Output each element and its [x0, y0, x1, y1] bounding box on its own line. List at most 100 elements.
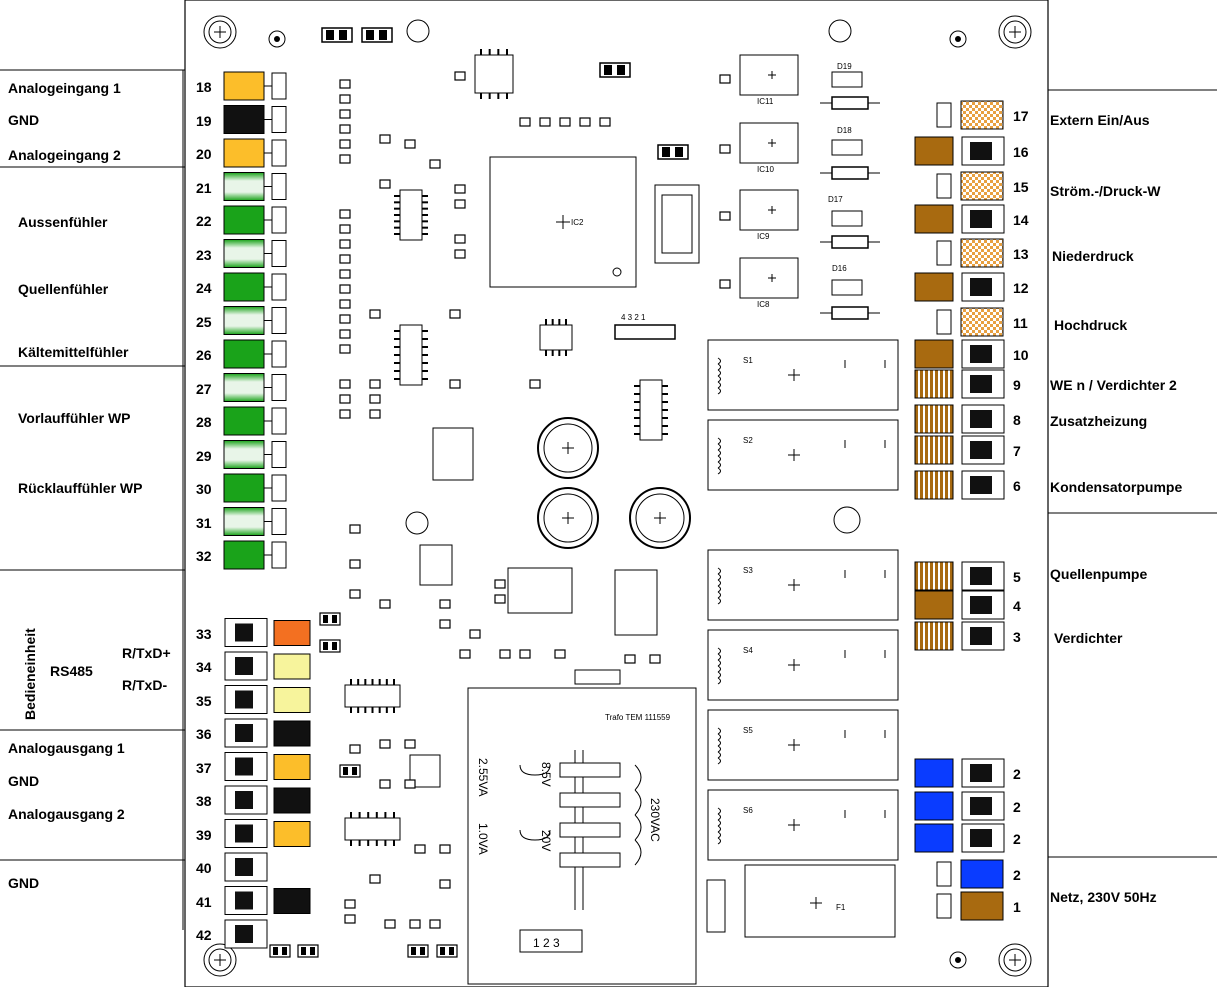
pin-number-34: 34: [196, 659, 212, 675]
relay-coil-5-0: [717, 807, 721, 815]
terminal-right-8: [914, 369, 954, 399]
trafo-resistor-1: [559, 792, 621, 808]
smd-72: [499, 649, 511, 659]
pin-number-18: 18: [196, 79, 212, 95]
terminal-right-6: [960, 307, 1004, 337]
terminal-left-27: [223, 373, 265, 402]
smd-37: [454, 71, 466, 81]
terminal-right-10: [914, 435, 954, 465]
smd-5: [339, 154, 351, 164]
terminal-right-screw-10: [970, 441, 992, 459]
terminal-screw-36: [235, 724, 253, 742]
va-label-2: 1.0VA: [476, 823, 490, 855]
terminal-left-24: [223, 272, 265, 302]
relay-5: [707, 789, 899, 861]
pin-number-40: 40: [196, 860, 212, 876]
fid-dot-2: [955, 957, 961, 963]
jumper-a-3: [662, 147, 670, 157]
pin-number-21: 21: [196, 179, 212, 196]
relay-coil-0-1: [717, 363, 721, 371]
pin-number-right-19: 1: [1013, 899, 1021, 915]
bjumper-b-4: [332, 615, 337, 623]
board-outline: [184, 0, 1049, 987]
relay-4: [707, 709, 899, 781]
bjumper-b-3: [449, 947, 454, 955]
ic-main-dot: [612, 267, 622, 277]
label-niederdruck: Niederdruck: [1052, 248, 1134, 264]
relay-0: [707, 339, 899, 411]
bjumper-b-5: [332, 642, 337, 650]
label-we-verdichter2: WE n / Verdichter 2: [1050, 377, 1177, 393]
relay-coil-0-4: [717, 381, 721, 389]
smd-18: [339, 409, 351, 419]
pin-number-36: 36: [196, 726, 212, 742]
terminal-left-22: [223, 205, 265, 235]
mount-hole-2: [998, 15, 1032, 49]
pin-number-right-4: 13: [1013, 246, 1029, 262]
signal-cap-34: [273, 653, 311, 680]
terminal-right-screw-17: [970, 829, 992, 847]
signal-cap-39: [273, 821, 311, 847]
terminal-right-screw-12: [970, 567, 992, 585]
terminal-left-25: [223, 306, 265, 335]
smd-40: [559, 117, 571, 127]
relay-coil-4-5: [717, 757, 721, 765]
terminal-right-14: [914, 621, 954, 651]
terminal-screw-42: [235, 925, 253, 943]
smd-56: [414, 844, 426, 854]
pin-number-right-13: 4: [1013, 598, 1021, 614]
pin-number-right-3: 14: [1013, 212, 1029, 228]
jp1-pins: 4 3 2 1: [621, 313, 646, 322]
relay-coil-0-2: [717, 369, 721, 377]
relay-coil-5-2: [717, 819, 721, 827]
pin-number-23: 23: [196, 246, 212, 263]
label-hochdruck: Hochdruck: [1054, 317, 1128, 333]
terminal-clip-25: [271, 307, 287, 334]
relay-coil-5-1: [717, 813, 721, 821]
smd-39: [539, 117, 551, 127]
relay-coil-1-1: [717, 443, 721, 451]
relay-coil-1-3: [717, 455, 721, 463]
mount-hole-3: [203, 943, 237, 977]
signal-cap-35: [273, 687, 311, 713]
smd-33: [719, 74, 731, 84]
pin-number-41: 41: [196, 893, 212, 910]
pin-number-right-6: 11: [1013, 315, 1028, 331]
relay-coil-3-5: [717, 677, 721, 685]
smd-60: [344, 899, 356, 909]
trafo-resistor-0: [559, 762, 621, 778]
fid-0: [268, 30, 286, 48]
volt-label-3: 230VAC: [648, 798, 662, 842]
bjumper-a-1: [301, 947, 306, 955]
label-extern-ein-aus: Extern Ein/Aus: [1050, 112, 1150, 128]
d16-label: D16: [832, 264, 847, 273]
terminal-screw-33: [235, 623, 253, 642]
smd-32: [369, 309, 381, 319]
pin-number-27: 27: [196, 380, 212, 397]
relay-label-0: S1: [743, 356, 753, 365]
terminal-right-screw-1: [970, 142, 992, 160]
pin-number-31: 31: [196, 514, 212, 531]
pin-number-right-2: 15: [1013, 179, 1029, 195]
terminal-left-26: [223, 339, 265, 369]
smd-19: [369, 379, 381, 389]
pin-number-24: 24: [196, 280, 212, 296]
smd-51: [379, 739, 391, 749]
label-quellenpumpe: Quellenpumpe: [1050, 566, 1148, 582]
terminal-right-screw-14: [970, 627, 992, 645]
va-label-1: 2.55VA: [476, 758, 490, 797]
terminal-clip-18: [271, 72, 287, 100]
terminal-right-15: [914, 758, 954, 788]
label-gnd-38: GND: [8, 773, 40, 789]
relay-coil-3-2: [717, 659, 721, 667]
pin-number-right-7: 10: [1013, 347, 1029, 363]
relay-coil-4-1: [717, 733, 721, 741]
terminal-right-screw-9: [970, 410, 992, 428]
smd-27: [454, 199, 466, 209]
terminal-clip-21: [271, 173, 287, 200]
trafo-label: Trafo TEM 111559: [605, 713, 671, 722]
relay-3: [707, 629, 899, 701]
trafo-winding-r-3: [634, 839, 642, 866]
relay-coil-2-1: [717, 573, 721, 581]
pin-number-22: 22: [196, 213, 212, 229]
